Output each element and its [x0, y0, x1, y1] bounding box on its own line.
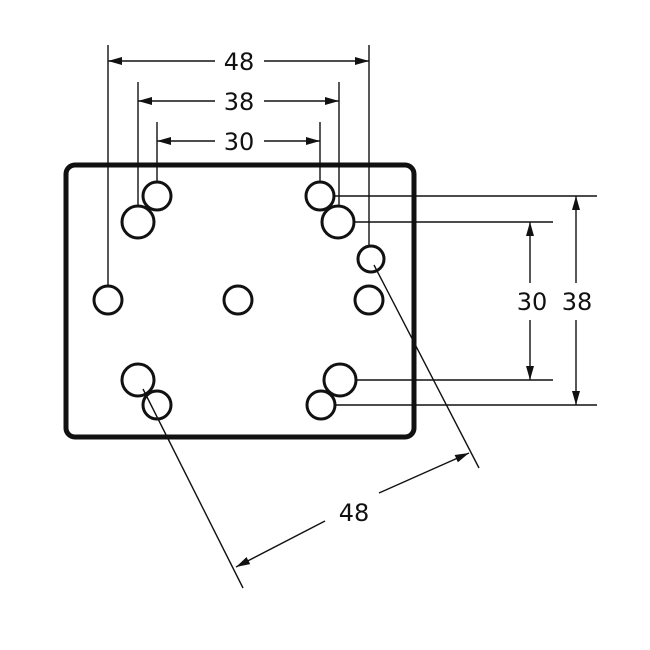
- dimension-label: 48: [224, 48, 255, 76]
- hole-top-right-inner: [304, 180, 336, 212]
- hole-top-left-inner: [141, 180, 173, 212]
- hole-bottom-left-outer: [120, 362, 156, 398]
- hole-left-middle: [92, 284, 124, 316]
- dimension-top-outer: 48: [107, 45, 370, 286]
- hole-right-middle: [353, 284, 385, 316]
- dimension-label: 30: [517, 288, 548, 316]
- dimension-right-outer: 38: [334, 195, 597, 406]
- hole-bottom-right-inner: [305, 389, 337, 421]
- hole-bottom-left-inner: [141, 389, 173, 421]
- hole-right-upper: [356, 244, 386, 274]
- plate-outline: [63, 162, 417, 440]
- dimension-diagonal: 48: [142, 264, 480, 589]
- hole-pattern: [92, 180, 386, 421]
- hole-top-right-outer: [320, 204, 356, 240]
- dimension-top-inner: 30: [156, 122, 321, 182]
- dimension-label: 38: [562, 288, 593, 316]
- dimension-label: 30: [224, 128, 255, 156]
- dimension-top-middle: 38: [137, 82, 340, 206]
- dimension-label: 38: [224, 88, 255, 116]
- hole-bottom-right-outer: [322, 362, 358, 398]
- dimension-label: 48: [339, 499, 370, 527]
- hole-top-left-outer: [120, 204, 156, 240]
- hole-center: [222, 284, 254, 316]
- dimension-right-inner: 30: [354, 221, 553, 381]
